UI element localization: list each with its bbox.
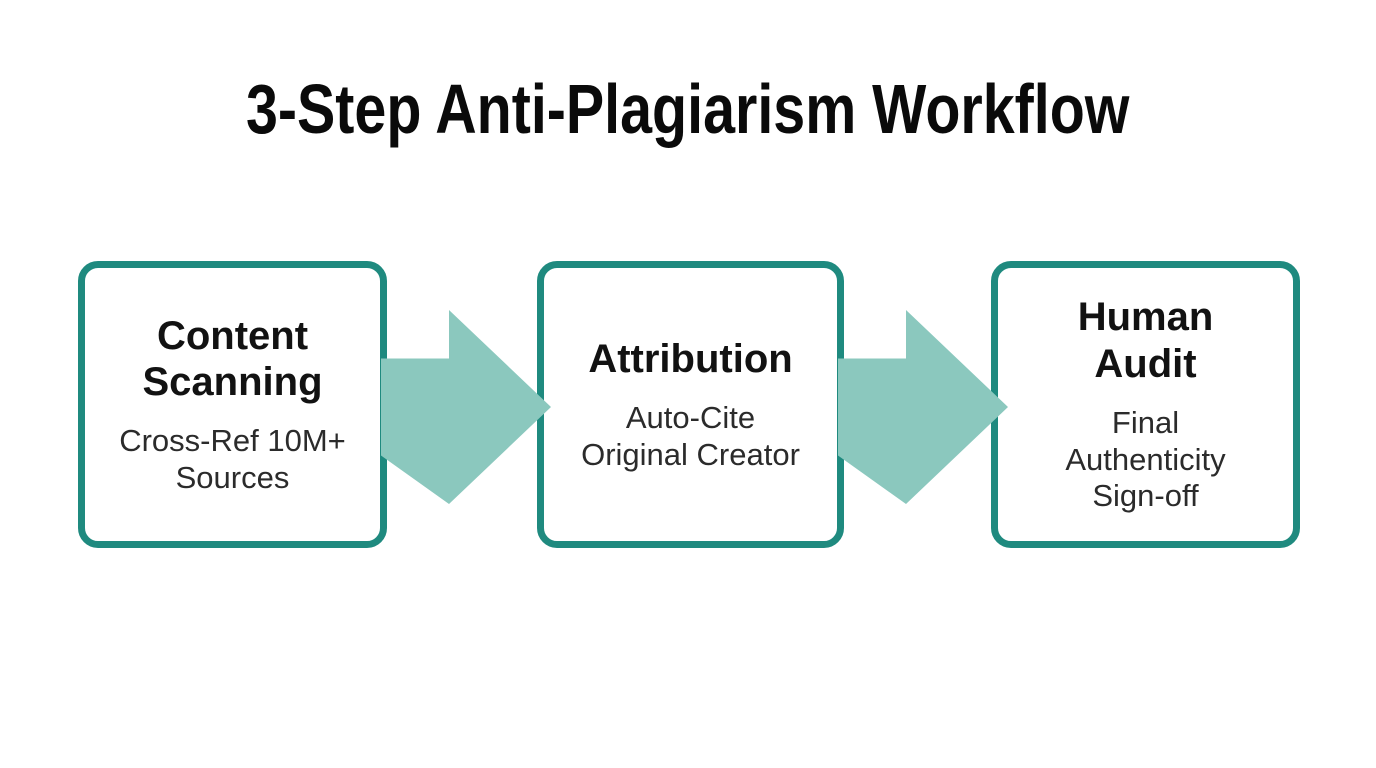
step-title: Attribution bbox=[588, 336, 793, 381]
step-box-attribution: Attribution Auto-Cite Original Creator bbox=[537, 261, 844, 548]
page-title-text: 3-Step Anti-Plagiarism Workflow bbox=[246, 70, 1130, 148]
right-arrow-icon bbox=[838, 310, 1008, 504]
step-subtitle: Cross-Ref 10M+ Sources bbox=[119, 423, 346, 495]
step-box-content-scanning: Content Scanning Cross-Ref 10M+ Sources bbox=[78, 261, 387, 548]
step-subtitle: Final Authenticity Sign-off bbox=[1065, 405, 1226, 514]
step-box-human-audit: Human Audit Final Authenticity Sign-off bbox=[991, 261, 1300, 548]
step-subtitle: Auto-Cite Original Creator bbox=[581, 400, 800, 472]
page-title: 3-Step Anti-Plagiarism Workflow bbox=[0, 74, 1376, 144]
right-arrow-icon bbox=[381, 310, 551, 504]
step-title: Human Audit bbox=[1077, 295, 1214, 386]
step-title: Content Scanning bbox=[142, 313, 323, 404]
